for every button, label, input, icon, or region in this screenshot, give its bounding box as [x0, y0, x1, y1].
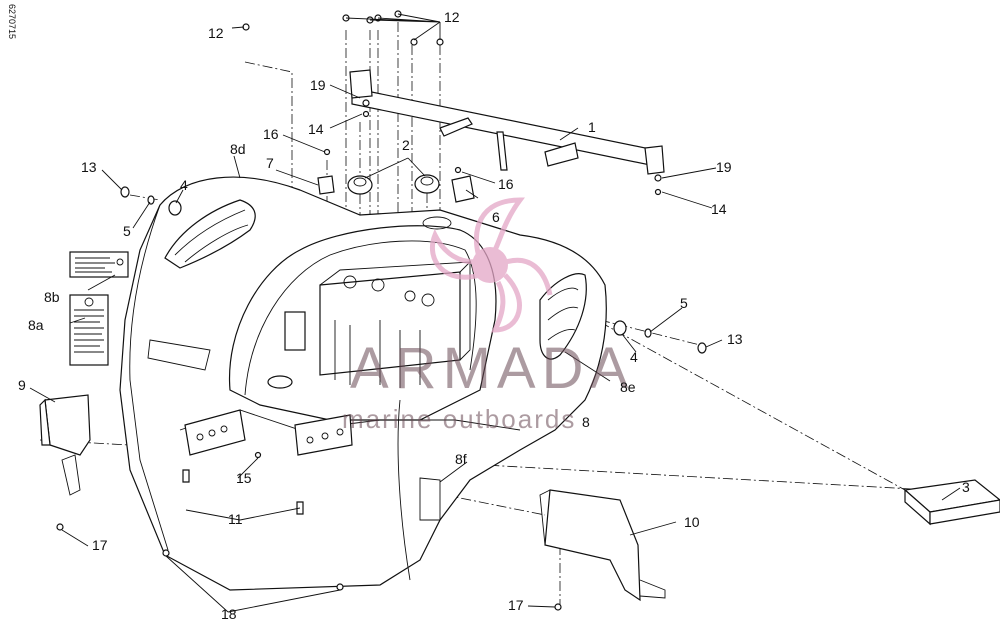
watermark-brand: ARMADA [350, 336, 634, 401]
callout-15: 15 [236, 470, 252, 486]
callout-5-left: 5 [123, 223, 131, 239]
callout-8d: 8d [230, 141, 246, 157]
callout-19-left: 19 [310, 77, 326, 93]
callout-6: 6 [492, 209, 500, 225]
part-2-grommets [347, 174, 440, 195]
callout-9: 9 [18, 377, 26, 393]
callout-12-top: 12 [444, 9, 460, 25]
callout-17-left: 17 [92, 537, 108, 553]
callout-8b: 8b [44, 289, 60, 305]
callout-14-right: 14 [711, 201, 727, 217]
part-3-pad [903, 479, 1000, 526]
callout-1: 1 [588, 119, 596, 135]
callout-19-right: 19 [716, 159, 732, 175]
callout-11: 11 [228, 511, 243, 527]
callout-10: 10 [684, 514, 700, 530]
armada-logo [429, 197, 553, 333]
callout-4-left: 4 [180, 177, 188, 193]
part-9-bracket [39, 394, 91, 496]
leader-lines [29, 13, 961, 613]
part-1-cross-bar [349, 69, 665, 175]
callout-17-right: 17 [508, 597, 524, 613]
callout-5-right: 5 [680, 295, 688, 311]
part-10-bracket [539, 489, 666, 602]
main-body [119, 176, 607, 591]
callout-13-right: 13 [727, 331, 743, 347]
callout-12-left: 12 [208, 25, 224, 41]
watermark-tagline: marine outboards [342, 404, 576, 434]
callout-16-left: 16 [263, 126, 279, 142]
label-decals [69, 251, 129, 366]
callout-7: 7 [266, 155, 274, 171]
callout-14-left: 14 [308, 121, 324, 137]
callouts: 1 2 3 4 4 5 5 6 7 8 8a 8b 8d 8e 8f 9 10 … [18, 9, 970, 622]
callout-8e: 8e [620, 379, 636, 395]
callout-8a: 8a [28, 317, 44, 333]
callout-2: 2 [402, 137, 410, 153]
callout-3: 3 [962, 479, 970, 495]
drawing-code: 6270715 [7, 4, 17, 39]
callout-18: 18 [221, 606, 237, 622]
hardware [56, 10, 707, 611]
callout-8: 8 [582, 414, 590, 430]
callout-13-left: 13 [81, 159, 97, 175]
callout-16-right: 16 [498, 176, 514, 192]
callout-8f: 8f [455, 451, 467, 467]
callout-4-right: 4 [630, 349, 638, 365]
